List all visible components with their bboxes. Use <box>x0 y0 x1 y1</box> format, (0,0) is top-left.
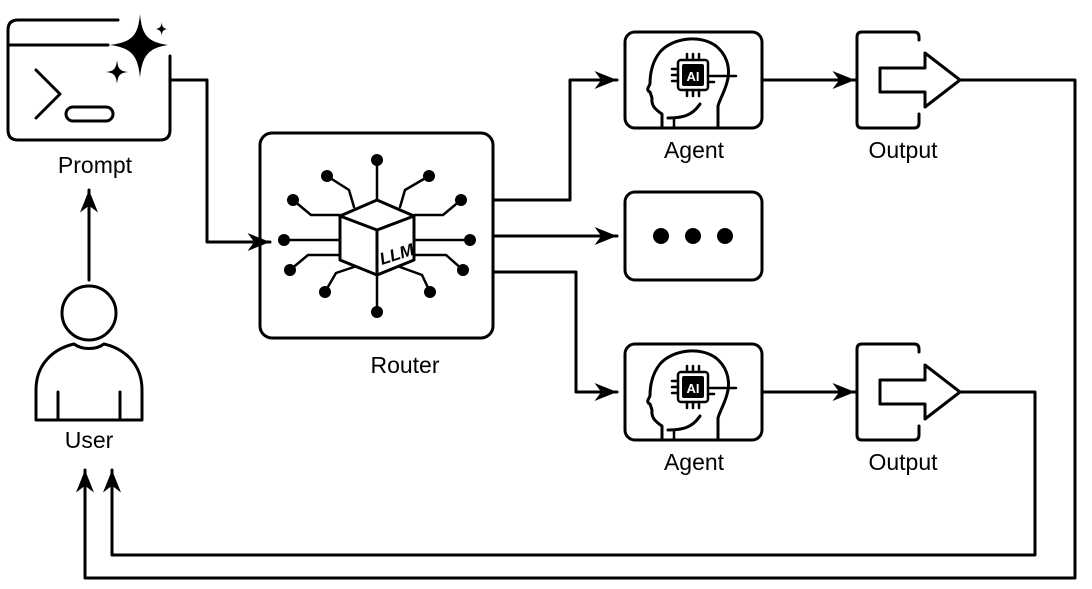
edge-output-bottom-user <box>103 390 1037 557</box>
agent-bottom-node: AI Agent <box>623 342 764 475</box>
agent-bottom-label: Agent <box>664 449 725 475</box>
ai-chip-text: AI <box>687 381 700 396</box>
ai-head-icon: AI <box>646 37 738 130</box>
prompt-node: Prompt <box>6 14 172 178</box>
output-top-label: Output <box>868 137 938 163</box>
edges <box>76 71 1077 580</box>
edge-router-agent-bottom <box>491 270 619 401</box>
prompt-label: Prompt <box>58 152 133 178</box>
agent-top-node: AI Agent <box>623 30 764 163</box>
output-arrow-icon <box>855 342 962 442</box>
more-agents-node <box>623 190 764 282</box>
agent-top-label: Agent <box>664 137 725 163</box>
llm-cube-network-icon: LLM <box>278 154 476 318</box>
edge-prompt-router <box>168 78 272 251</box>
llm-chip-text: LLM <box>377 240 417 269</box>
terminal-sparkle-icon <box>6 14 172 142</box>
output-bottom-label: Output <box>868 449 938 475</box>
user-label: User <box>65 427 114 453</box>
ai-chip-text: AI <box>687 69 700 84</box>
ellipsis-icon <box>653 228 733 244</box>
user-icon <box>34 284 144 422</box>
ai-head-icon: AI <box>646 349 738 442</box>
output-top-node: Output <box>855 30 962 163</box>
output-bottom-node: Output <box>855 342 962 475</box>
edge-output-top-user <box>76 78 1077 580</box>
router-label: Router <box>370 352 439 378</box>
output-arrow-icon <box>855 30 962 130</box>
router-node: LLM Router <box>258 131 495 378</box>
edge-router-agent-top <box>491 71 619 202</box>
user-node: User <box>34 284 144 453</box>
